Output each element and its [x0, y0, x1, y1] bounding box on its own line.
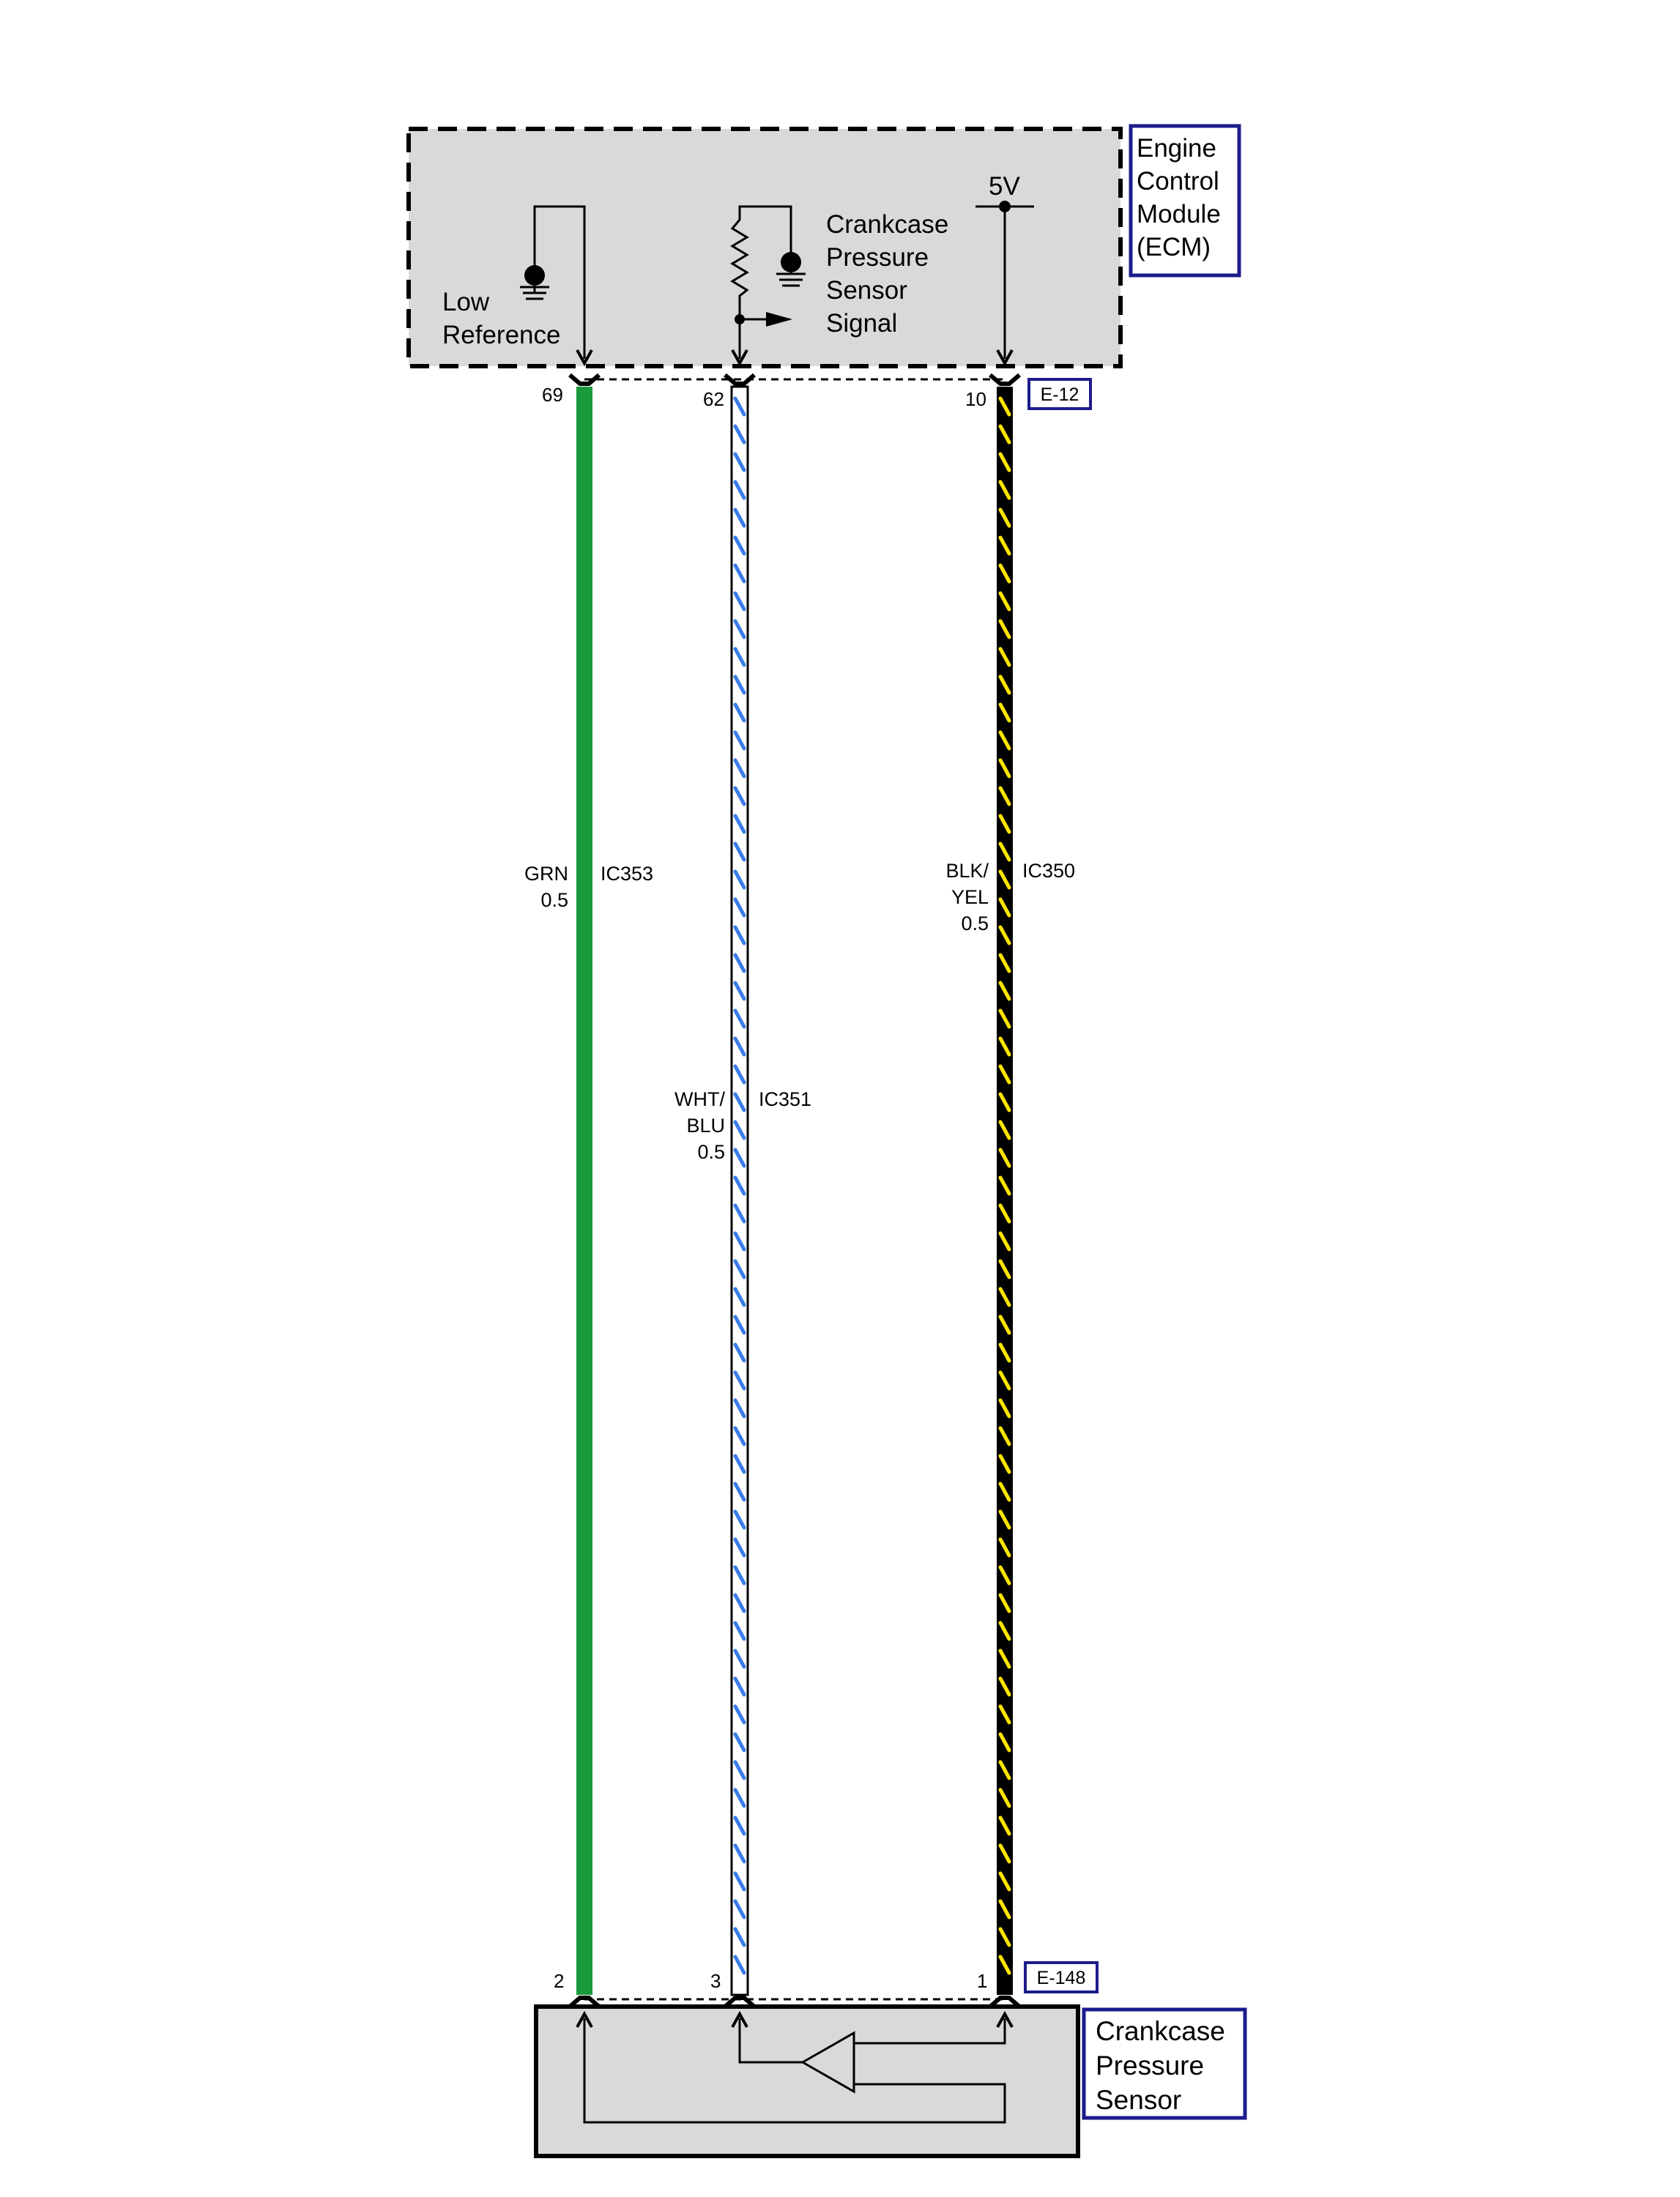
pin-10: 10 — [965, 388, 986, 410]
resistor-symbol — [730, 212, 749, 359]
signal-circuit — [730, 205, 806, 367]
connector-e12: E-12 69 62 10 — [542, 373, 1092, 410]
supply-voltage-label: 5V — [989, 172, 1020, 201]
pin-69: 69 — [542, 384, 563, 406]
pin-1: 1 — [977, 1970, 987, 1992]
low-reference-circuit — [520, 205, 593, 367]
ground-symbol — [520, 265, 549, 300]
ground-symbol — [776, 252, 806, 287]
svg-text:IC353: IC353 — [601, 863, 653, 885]
pin-62: 62 — [703, 388, 724, 410]
pin-2: 2 — [554, 1970, 564, 1992]
wires — [576, 385, 1013, 1996]
connector-e148: E-148 2 3 1 — [554, 1961, 1099, 2009]
wire-ic353 — [576, 387, 592, 1995]
signal-arrow-icon — [766, 312, 792, 327]
wire-ic351 — [730, 385, 749, 1996]
wire-ic350 — [997, 387, 1013, 1995]
connector-e12-label: E-12 — [1041, 384, 1079, 405]
supply-circuit — [975, 201, 1034, 367]
svg-text:IC350: IC350 — [1022, 860, 1075, 882]
connector-e148-label: E-148 — [1037, 1968, 1086, 1988]
svg-text:IC351: IC351 — [759, 1088, 811, 1110]
amplifier-icon — [800, 2031, 855, 2094]
crankcase-pressure-sensor — [534, 2004, 1080, 2158]
pin-3: 3 — [710, 1970, 721, 1992]
